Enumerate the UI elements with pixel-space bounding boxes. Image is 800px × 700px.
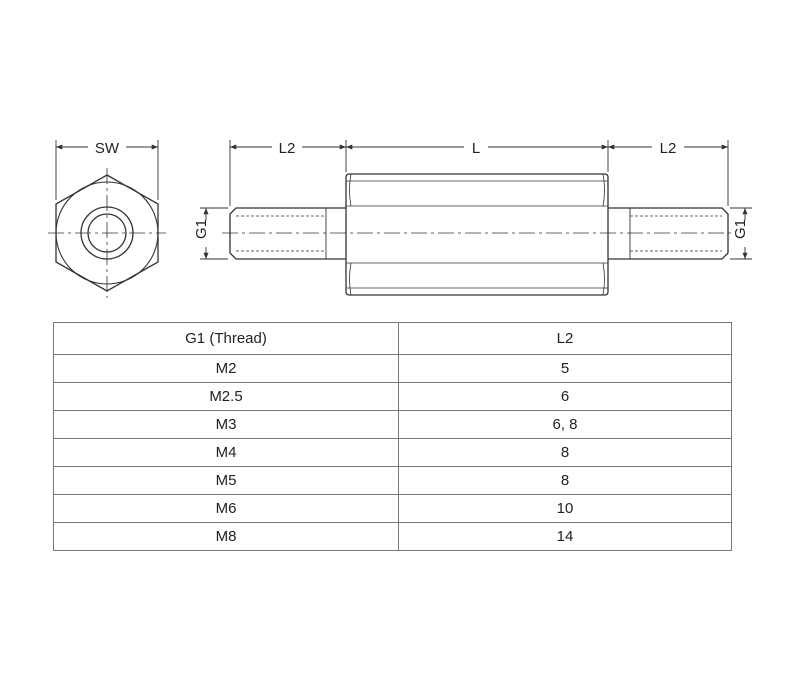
l2-cell: 8 (398, 438, 732, 467)
l2-cell: 14 (398, 522, 732, 551)
g1-dimensions (200, 207, 752, 260)
l2-cell: 8 (398, 466, 732, 495)
technical-drawing: SW L2 L (48, 140, 752, 298)
thread-cell: M3 (53, 410, 399, 439)
g1-left-label: G1 (193, 219, 210, 239)
hex-body (345, 173, 609, 296)
l2-left-label: L2 (279, 140, 296, 157)
hex-body-chamfer-left (349, 173, 352, 296)
standoff-side-view (222, 173, 736, 296)
hex-body-chamfer-right (602, 173, 605, 296)
thread-cell: M5 (53, 466, 399, 495)
l2-right-label: L2 (660, 140, 677, 157)
sw-dimension (55, 140, 159, 200)
header-thread: G1 (Thread) (53, 322, 399, 355)
right-thread-stud (608, 207, 729, 260)
table-header-row: G1 (Thread) L2 (53, 322, 732, 355)
l-label: L (472, 140, 480, 157)
hex-end-view (48, 168, 166, 298)
thread-cell: M6 (53, 494, 399, 523)
thread-cell: M2 (53, 354, 399, 383)
thread-cell: M2.5 (53, 382, 399, 411)
l2-cell: 10 (398, 494, 732, 523)
l2-cell: 6 (398, 382, 732, 411)
thread-cell: M8 (53, 522, 399, 551)
header-l2: L2 (398, 322, 732, 355)
l2-cell: 6, 8 (398, 410, 732, 439)
sw-label: SW (95, 140, 120, 157)
thread-cell: M4 (53, 438, 399, 467)
length-dimensions (229, 140, 729, 206)
g1-right-label: G1 (732, 219, 749, 239)
left-thread-stud (229, 207, 346, 260)
l2-cell: 5 (398, 354, 732, 383)
